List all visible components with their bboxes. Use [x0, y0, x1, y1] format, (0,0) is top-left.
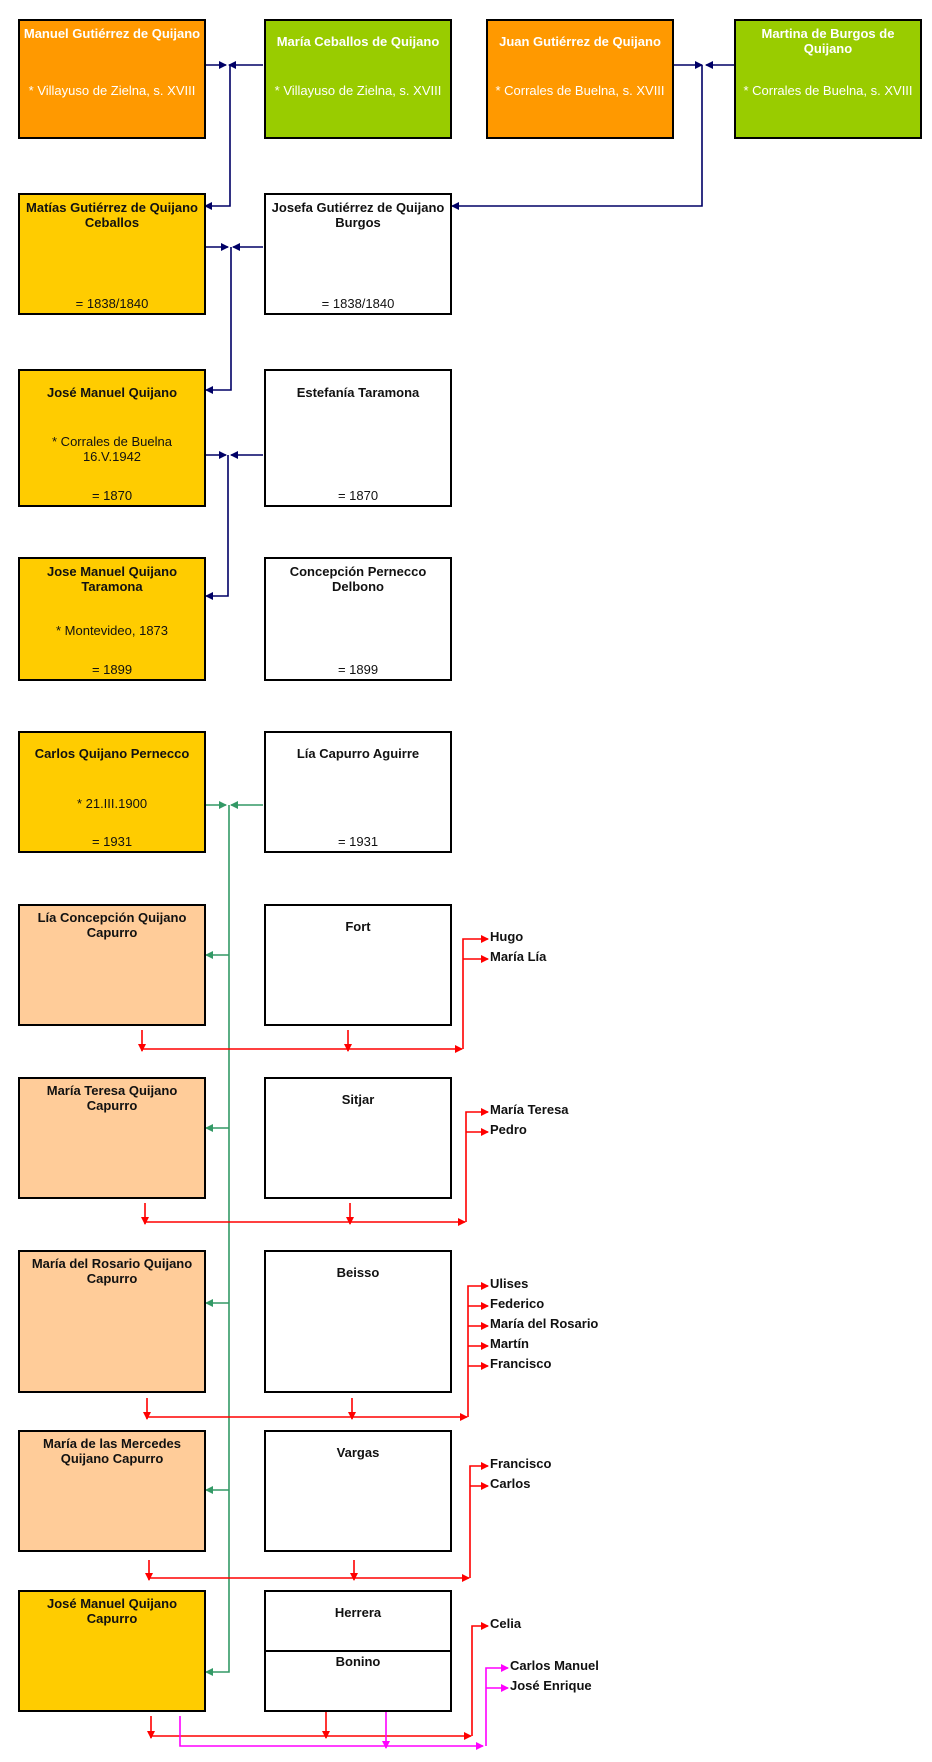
person-birth: * Villayuso de Zielna, s. XVIII: [274, 83, 442, 98]
child-name: María Teresa: [490, 1102, 569, 1117]
person-name: María de las Mercedes Quijano Capurro: [42, 1436, 182, 1466]
person-box-jose-manuel-quijano: José Manuel Quijano * Corrales de Buelna…: [18, 369, 206, 507]
child-name: Francisco: [490, 1356, 552, 1371]
person-box-maria-de-las-mercedes: María de las Mercedes Quijano Capurro: [18, 1430, 206, 1552]
spouse-box-fort: Fort: [264, 904, 452, 1026]
person-box-martina-burgos: Martina de Burgos de Quijano * Corrales …: [734, 19, 922, 139]
spouse-name: Vargas: [336, 1445, 380, 1460]
spouse-name: Bonino: [335, 1654, 381, 1669]
person-name: Josefa Gutiérrez de Quijano Burgos: [271, 200, 445, 230]
person-name: Matías Gutiérrez de Quijano Ceballos: [26, 200, 198, 230]
person-box-lia-capurro-aguirre: Lía Capurro Aguirre = 1931: [264, 731, 452, 853]
spouse-name: Sitjar: [341, 1092, 375, 1107]
marriage-date: = 1899: [337, 662, 379, 677]
person-birth: * Montevideo, 1873: [55, 623, 169, 638]
person-box-concepcion-pernecco: Concepción Pernecco Delbono = 1899: [264, 557, 452, 681]
person-box-juan-gutierrez: Juan Gutiérrez de Quijano * Corrales de …: [486, 19, 674, 139]
person-name: María Ceballos de Quijano: [276, 34, 440, 49]
person-name: Manuel Gutiérrez de Quijano: [23, 26, 201, 41]
person-box-manuel-gutierrez: Manuel Gutiérrez de Quijano * Villayuso …: [18, 19, 206, 139]
person-box-carlos-quijano-pernecco: Carlos Quijano Pernecco * 21.III.1900 = …: [18, 731, 206, 853]
child-name: Ulises: [490, 1276, 529, 1291]
person-name: José Manuel Quijano Capurro: [46, 1596, 178, 1626]
spouse-name: Beisso: [336, 1265, 380, 1280]
person-name: Carlos Quijano Pernecco: [34, 746, 190, 761]
person-name: Jose Manuel Quijano Taramona: [46, 564, 178, 594]
child-name: Celia: [490, 1616, 522, 1631]
spouse-box-vargas: Vargas: [264, 1430, 452, 1552]
person-name: Martina de Burgos de Quijano: [761, 26, 895, 56]
person-box-matias-gutierrez: Matías Gutiérrez de Quijano Ceballos = 1…: [18, 193, 206, 315]
person-name: Juan Gutiérrez de Quijano: [499, 34, 661, 49]
spouse-box-sitjar: Sitjar: [264, 1077, 452, 1199]
person-box-lia-concepcion: Lía Concepción Quijano Capurro: [18, 904, 206, 1026]
person-box-jose-manuel-quijano-capurro: José Manuel Quijano Capurro: [18, 1590, 206, 1712]
child-name: José Enrique: [510, 1678, 592, 1693]
person-name: Lía Concepción Quijano Capurro: [37, 910, 187, 940]
person-name: María Teresa Quijano Capurro: [46, 1083, 178, 1113]
child-name: María Lía: [490, 949, 547, 964]
person-name: José Manuel Quijano: [46, 385, 178, 400]
spouse-name: Fort: [345, 919, 371, 934]
person-box-maria-ceballos: María Ceballos de Quijano * Villayuso de…: [264, 19, 452, 139]
person-name: María del Rosario Quijano Capurro: [31, 1256, 193, 1286]
person-box-jose-manuel-quijano-taramona: Jose Manuel Quijano Taramona * Montevide…: [18, 557, 206, 681]
marriage-date: = 1931: [337, 834, 379, 849]
person-birth: * Corrales de Buelna, s. XVIII: [743, 83, 913, 98]
child-name: Federico: [490, 1296, 545, 1311]
person-box-maria-teresa: María Teresa Quijano Capurro: [18, 1077, 206, 1199]
person-birth: * Villayuso de Zielna, s. XVIII: [28, 83, 196, 98]
person-birth: * 21.III.1900: [76, 796, 148, 811]
person-birth: * Corrales de Buelna 16.V.1942: [52, 434, 172, 464]
marriage-date: = 1899: [91, 662, 133, 677]
person-name: Lía Capurro Aguirre: [296, 746, 420, 761]
spouse-box-bonino: Bonino: [264, 1650, 452, 1712]
marriage-date: = 1838/1840: [75, 296, 149, 311]
child-name: Carlos Manuel: [510, 1658, 599, 1673]
person-box-josefa-gutierrez: Josefa Gutiérrez de Quijano Burgos = 183…: [264, 193, 452, 315]
person-birth: * Corrales de Buelna, s. XVIII: [495, 83, 665, 98]
child-name: Martín: [490, 1336, 529, 1351]
marriage-date: = 1870: [91, 488, 133, 503]
person-box-estefania-taramona: Estefanía Taramona = 1870: [264, 369, 452, 507]
marriage-date: = 1931: [91, 834, 133, 849]
marriage-date: = 1838/1840: [321, 296, 395, 311]
person-name: Estefanía Taramona: [296, 385, 420, 400]
person-name: Concepción Pernecco Delbono: [289, 564, 427, 594]
spouse-box-herrera: Herrera: [264, 1590, 452, 1652]
child-name: Pedro: [490, 1122, 527, 1137]
child-name: Francisco: [490, 1456, 552, 1471]
person-box-maria-del-rosario: María del Rosario Quijano Capurro: [18, 1250, 206, 1393]
child-name: María del Rosario: [490, 1316, 599, 1331]
spouse-name: Herrera: [334, 1605, 382, 1620]
spouse-box-beisso: Beisso: [264, 1250, 452, 1393]
child-name: Hugo: [490, 929, 524, 944]
child-name: Carlos: [490, 1476, 531, 1491]
marriage-date: = 1870: [337, 488, 379, 503]
